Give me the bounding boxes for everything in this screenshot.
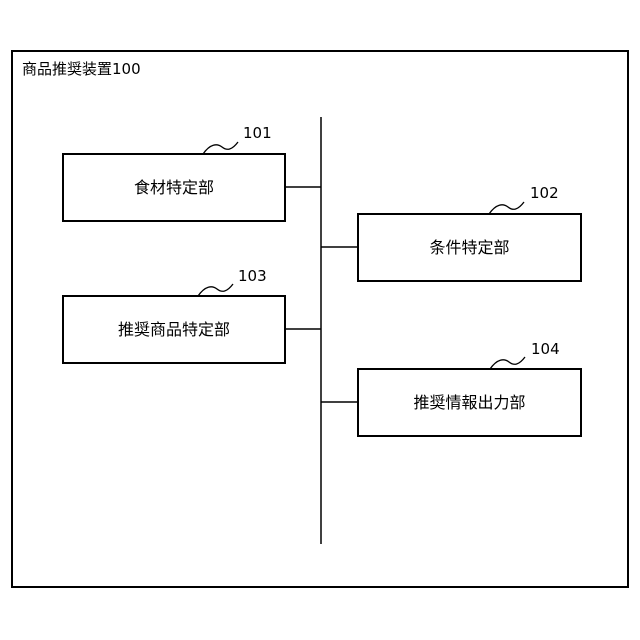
unit-label: 条件特定部 xyxy=(429,238,509,258)
unit-label: 推奨商品特定部 xyxy=(118,320,230,340)
unit-label: 食材特定部 xyxy=(134,178,214,198)
ref-number-103: 103 xyxy=(238,267,267,285)
unit-box-101: 食材特定部 xyxy=(62,153,286,222)
ref-number-101: 101 xyxy=(243,124,272,142)
ref-number-104: 104 xyxy=(531,340,560,358)
unit-box-102: 条件特定部 xyxy=(357,213,582,282)
unit-box-104: 推奨情報出力部 xyxy=(357,368,582,437)
unit-label: 推奨情報出力部 xyxy=(413,393,525,413)
ref-number-102: 102 xyxy=(530,184,559,202)
unit-box-103: 推奨商品特定部 xyxy=(62,295,286,364)
